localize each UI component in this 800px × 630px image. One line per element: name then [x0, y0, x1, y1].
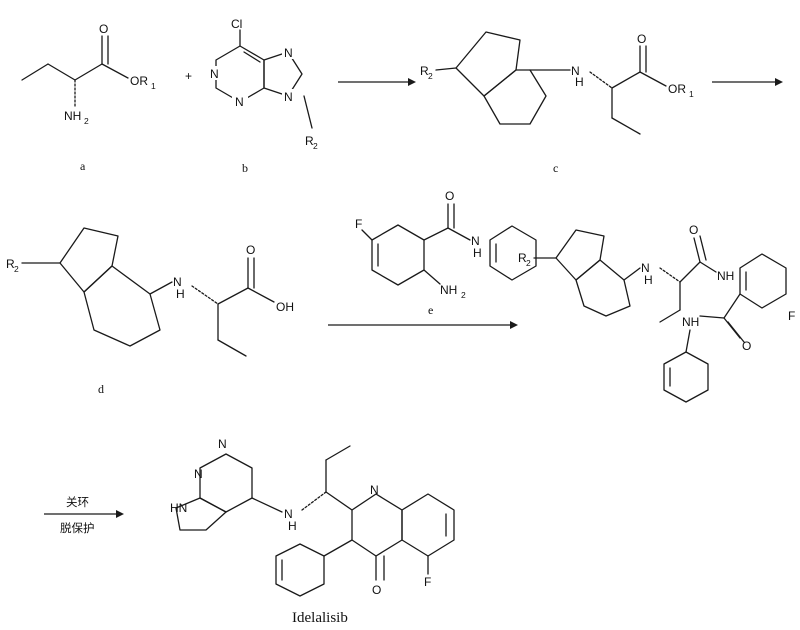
svg-text:O: O [742, 339, 751, 353]
svg-text:OH: OH [276, 300, 294, 314]
svg-text:R: R [420, 64, 429, 78]
product-name: Idelalisib [292, 610, 348, 626]
svg-text:H: H [644, 273, 653, 287]
svg-text:NH: NH [717, 269, 734, 283]
compound-label-b: b [242, 161, 248, 175]
reaction-arrow-2 [712, 78, 783, 86]
svg-text:H: H [176, 287, 185, 301]
svg-text:F: F [788, 309, 795, 323]
svg-text:2: 2 [313, 141, 318, 151]
svg-text:O: O [246, 243, 255, 257]
reaction-arrow-3 [328, 321, 518, 329]
svg-text:N: N [210, 67, 219, 81]
svg-text:O: O [689, 223, 698, 237]
plus-sign: + [185, 69, 192, 83]
svg-text:N: N [194, 467, 203, 481]
svg-text:2: 2 [428, 71, 433, 81]
svg-text:N: N [235, 95, 244, 109]
svg-text:F: F [355, 217, 362, 231]
svg-text:OR: OR [668, 82, 686, 96]
svg-text:N: N [471, 234, 480, 248]
svg-text:H: H [288, 519, 297, 533]
compound-b: Cl N N N N R 2 b [207, 17, 318, 175]
reaction-arrow-1 [338, 78, 416, 86]
svg-text:2: 2 [461, 290, 466, 300]
compound-idelalisib: N N HN N H N O F Idelalisib [170, 437, 455, 626]
compound-a: O OR 1 NH 2 a [21, 22, 156, 173]
svg-text:1: 1 [151, 81, 156, 91]
svg-text:N: N [370, 483, 379, 497]
svg-text:N: N [284, 90, 293, 104]
compound-amide: R 2 N H O NH O NH F [518, 223, 795, 403]
svg-text:N: N [218, 437, 227, 451]
svg-text:H: H [473, 246, 482, 260]
condition-cyclization: 关环 [66, 495, 89, 509]
svg-text:N: N [571, 64, 580, 78]
svg-text:2: 2 [84, 116, 89, 126]
condition-deprotection: 脱保护 [60, 521, 95, 535]
compound-label-c: c [553, 161, 558, 175]
svg-text:Cl: Cl [231, 17, 242, 31]
svg-text:N: N [641, 261, 650, 275]
svg-text:N: N [284, 507, 293, 521]
svg-text:N: N [284, 46, 293, 60]
svg-text:O: O [637, 32, 646, 46]
reagent-e: F O N H NH 2 e [355, 189, 537, 317]
svg-text:1: 1 [689, 89, 694, 99]
svg-text:R: R [518, 251, 527, 265]
compound-d: R 2 N H O OH d [6, 227, 294, 396]
compound-label-d: d [98, 382, 104, 396]
svg-text:NH: NH [440, 283, 457, 297]
svg-text:O: O [372, 583, 381, 597]
svg-text:2: 2 [526, 258, 531, 268]
svg-text:O: O [445, 189, 454, 203]
compound-label-a: a [80, 159, 86, 173]
svg-text:R: R [6, 257, 15, 271]
svg-text:N: N [173, 275, 182, 289]
svg-text:R: R [305, 134, 314, 148]
compound-label-e: e [428, 303, 433, 317]
ester-label: OR [130, 74, 148, 88]
compound-c: R 2 N H O OR 1 c [420, 31, 694, 175]
svg-text:HN: HN [170, 501, 187, 515]
amine-label: NH [64, 109, 81, 123]
svg-text:F: F [424, 575, 431, 589]
svg-text:2: 2 [14, 264, 19, 274]
svg-text:NH: NH [682, 315, 699, 329]
svg-text:H: H [575, 75, 584, 89]
reaction-arrow-4: 关环 脱保护 [44, 495, 124, 535]
oxygen-label: O [99, 22, 108, 36]
